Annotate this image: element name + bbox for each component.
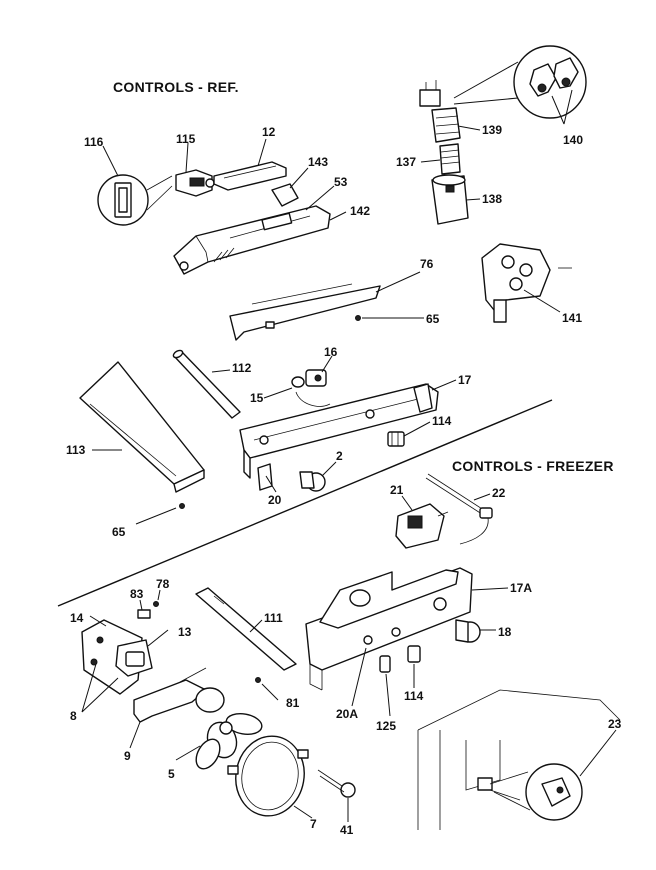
label-116: 116: [84, 135, 104, 149]
section-title-freezer: CONTROLS - FREEZER: [452, 458, 614, 474]
label-83: 83: [130, 587, 144, 601]
part-137-spacer: [439, 143, 461, 175]
part-22-capillary: [425, 473, 493, 545]
label-14: 14: [70, 611, 84, 625]
label-114-bottom: 114: [404, 689, 424, 703]
label-23: 23: [608, 717, 622, 731]
label-114-top: 114: [432, 414, 452, 428]
label-81: 81: [286, 696, 300, 710]
part-13-motor: [115, 639, 153, 677]
label-53: 53: [334, 175, 348, 189]
part-112-tube: [172, 349, 241, 419]
part-125-switch: [379, 655, 391, 673]
label-142: 142: [350, 204, 370, 218]
label-20: 20: [268, 493, 282, 507]
leader-lines: [81, 89, 617, 822]
label-76: 76: [420, 257, 434, 271]
part-114-switch-bottom: [407, 645, 421, 663]
part-143-clip: [271, 183, 299, 207]
label-13: 13: [178, 625, 192, 639]
label-139: 139: [482, 123, 502, 137]
label-143: 143: [308, 155, 328, 169]
part-12-cover: [213, 161, 287, 191]
label-17A: 17A: [510, 581, 532, 595]
label-111: 111: [264, 611, 283, 625]
part-18-knob: [455, 619, 481, 643]
label-78: 78: [156, 577, 170, 591]
part-41-screw: [317, 769, 356, 798]
part-76-plate: [229, 283, 381, 341]
part-9-bracket: [133, 667, 207, 723]
label-22: 22: [492, 486, 506, 500]
label-65-top: 65: [426, 312, 440, 326]
label-125: 125: [376, 719, 396, 733]
label-41: 41: [340, 823, 354, 837]
label-113: 113: [66, 443, 86, 457]
part-140-detail-circle: [453, 45, 587, 119]
part-65-screw-top: [355, 315, 361, 321]
part-53-housing: [173, 205, 331, 275]
part-111-bracket: [195, 587, 297, 671]
part-21-thermostat: [395, 503, 449, 549]
label-65-bottom: 65: [112, 525, 126, 539]
part-78-rivet: [153, 601, 159, 607]
part-138-knob: [431, 174, 469, 225]
part-113-shield: [79, 361, 205, 493]
label-21: 21: [390, 483, 404, 497]
label-7: 7: [310, 817, 317, 831]
label-137: 137: [396, 155, 416, 169]
label-16: 16: [324, 345, 338, 359]
label-140: 140: [563, 133, 583, 147]
label-20A: 20A: [336, 707, 358, 721]
label-112: 112: [232, 361, 252, 375]
part-141-valve: [481, 243, 572, 323]
part-115-bracket: [175, 169, 215, 197]
part-17A-housing: [305, 567, 473, 691]
part-16-socket: [291, 369, 331, 407]
label-9: 9: [124, 749, 131, 763]
part-83-clip: [137, 609, 151, 619]
section-separator: [57, 399, 553, 607]
label-15: 15: [250, 391, 264, 405]
section-title-ref: CONTROLS - REF.: [113, 79, 239, 95]
label-2: 2: [336, 449, 343, 463]
label-18: 18: [498, 625, 512, 639]
label-12: 12: [262, 125, 276, 139]
label-8: 8: [70, 709, 77, 723]
part-5-fan: [195, 687, 263, 770]
label-138: 138: [482, 192, 502, 206]
part-114-switch-top: [387, 431, 405, 447]
part-17-housing: [239, 383, 439, 491]
label-115: 115: [176, 132, 196, 146]
label-17: 17: [458, 373, 472, 387]
part-65-screw-bottom: [179, 503, 185, 509]
part-23-cabinet-detail: [417, 689, 621, 830]
label-141: 141: [562, 311, 582, 325]
part-7-shroud: [227, 735, 309, 817]
label-5: 5: [168, 767, 175, 781]
part-139-knob-assembly: [419, 80, 461, 143]
part-81-screw: [255, 677, 261, 683]
part-116-detail-circle: [97, 174, 173, 226]
part-2-knob: [299, 471, 326, 492]
